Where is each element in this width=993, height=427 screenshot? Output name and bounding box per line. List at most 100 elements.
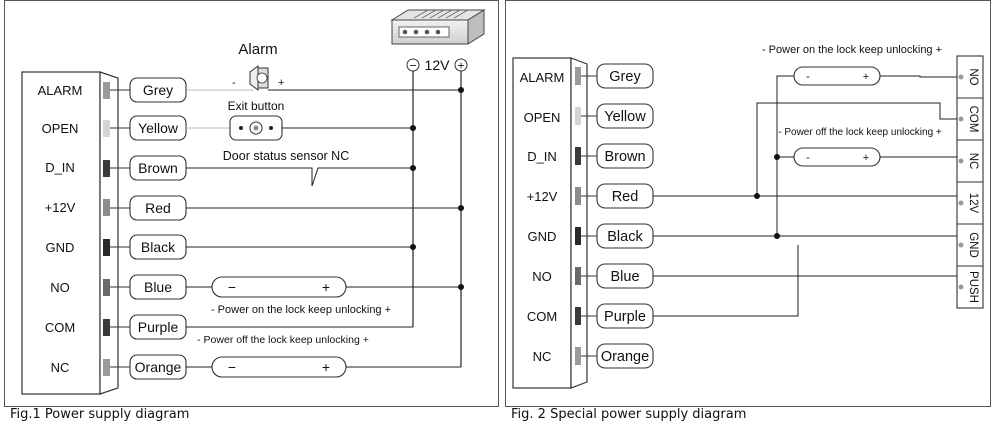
supply-terminal-no: NO bbox=[967, 68, 979, 85]
terminal-block-no-2 bbox=[575, 267, 581, 285]
terminal-label-no: NO bbox=[50, 280, 70, 295]
terminal-label-12v-2: +12V bbox=[527, 189, 558, 204]
supply-terminal-strip bbox=[956, 55, 984, 309]
wire-label-red: Red bbox=[145, 200, 171, 216]
junction-dot bbox=[410, 244, 416, 250]
controller-connector bbox=[99, 71, 119, 395]
wire-label-grey-2: Grey bbox=[609, 69, 641, 85]
terminal-label-gnd: GND bbox=[46, 240, 75, 255]
lock-on-plus: + bbox=[322, 279, 330, 295]
wire-label-brown-2: Brown bbox=[604, 149, 645, 165]
purple-wire-line-2 bbox=[653, 245, 799, 317]
junction-dot-2 bbox=[774, 233, 780, 239]
figure-1-panel bbox=[4, 0, 499, 407]
lock-power-on-label-2: - Power on the lock keep unlocking + bbox=[762, 44, 942, 56]
lock-on-minus-2: - bbox=[806, 71, 810, 83]
terminal-label-nc-2: NC bbox=[533, 349, 552, 364]
lock-off-minus-2: - bbox=[806, 152, 810, 164]
wire-box-grey-2 bbox=[596, 63, 654, 89]
wire-label-orange: Orange bbox=[135, 359, 182, 375]
door-sensor-label: Door status sensor NC bbox=[223, 149, 349, 163]
lock-on-minus: − bbox=[228, 279, 236, 295]
lock-minus-bus bbox=[776, 75, 794, 236]
terminal-block-com-2 bbox=[575, 307, 581, 325]
supply-terminal-com: COM bbox=[967, 106, 979, 133]
terminal-label-alarm-2: ALARM bbox=[520, 70, 565, 85]
wire-label-black: Black bbox=[141, 239, 176, 255]
alarm-siren-icon bbox=[249, 65, 269, 91]
terminal-block-nc bbox=[103, 359, 110, 376]
figure-2-panel bbox=[505, 0, 991, 407]
lock-power-on-label: - Power on the lock keep unlocking + bbox=[211, 304, 391, 316]
wire-label-orange-2: Orange bbox=[601, 349, 649, 365]
terminal-label-com: COM bbox=[45, 320, 75, 335]
com-feed-line bbox=[756, 102, 957, 196]
wire-label-grey: Grey bbox=[143, 82, 173, 98]
terminal-label-open-2: OPEN bbox=[524, 110, 561, 125]
power-supply-unit bbox=[390, 9, 486, 45]
wire-label-yellow: Yellow bbox=[138, 120, 179, 136]
wire-label-blue: Blue bbox=[144, 279, 172, 295]
terminal-block-12v-2 bbox=[575, 187, 581, 205]
terminal-label-alarm: ALARM bbox=[38, 83, 83, 98]
wire-label-yellow-2: Yellow bbox=[604, 109, 646, 125]
terminal-block-12v bbox=[103, 199, 110, 216]
supply-terminal-gnd: GND bbox=[967, 232, 979, 258]
exit-button-label: Exit button bbox=[228, 99, 285, 113]
wire-label-brown: Brown bbox=[138, 160, 178, 176]
supply-terminal-push: PUSH bbox=[967, 271, 979, 303]
wire-label-red-2: Red bbox=[612, 189, 639, 205]
alarm-label: Alarm bbox=[238, 41, 277, 58]
terminal-block-open bbox=[103, 120, 110, 137]
lock-on-plus-2: + bbox=[863, 71, 869, 83]
terminal-block-d-in-2 bbox=[575, 147, 581, 165]
junction-dot bbox=[458, 205, 464, 211]
lock-power-off-label: - Power off the lock keep unlocking + bbox=[197, 334, 369, 346]
terminal-label-12v: +12V bbox=[45, 200, 76, 215]
junction-dot bbox=[410, 125, 416, 131]
alarm-minus-sign: - bbox=[232, 77, 236, 89]
supply-plus-sign: + bbox=[457, 59, 464, 73]
figure-2-caption: Fig. 2 Special power supply diagram bbox=[511, 407, 747, 422]
wire-label-black-2: Black bbox=[607, 229, 643, 245]
wire-label-blue-2: Blue bbox=[610, 269, 639, 285]
junction-dot-2 bbox=[774, 154, 780, 160]
figure-1-caption: Fig.1 Power supply diagram bbox=[10, 407, 190, 422]
terminal-label-d-in-2: D_IN bbox=[527, 149, 557, 164]
lock-off-plus: + bbox=[322, 359, 330, 375]
terminal-block-gnd bbox=[103, 239, 110, 256]
terminal-block-com bbox=[103, 319, 110, 336]
controller-connector-2 bbox=[570, 57, 588, 389]
figure-1-diagram: ALARM OPEN D_IN +12V GND NO COM NC bbox=[21, 9, 486, 395]
wire-box-yellow-2 bbox=[596, 103, 654, 129]
alarm-plus-sign: + bbox=[278, 77, 284, 89]
terminal-block-alarm-2 bbox=[575, 67, 581, 85]
terminal-block-alarm bbox=[103, 82, 110, 99]
terminal-block-gnd-2 bbox=[575, 227, 581, 245]
terminal-label-com-2: COM bbox=[527, 309, 557, 324]
terminal-label-d-in: D_IN bbox=[45, 160, 75, 175]
lock-off-plus-2: + bbox=[863, 152, 869, 164]
supply-terminal-nc: NC bbox=[967, 153, 979, 170]
terminal-label-open: OPEN bbox=[42, 121, 79, 136]
lock-power-off-label-2: - Power off the lock keep unlocking + bbox=[778, 127, 942, 138]
junction-dot bbox=[458, 284, 464, 290]
terminal-label-no-2: NO bbox=[532, 269, 552, 284]
controller-outline-2 bbox=[512, 57, 572, 389]
terminal-block-open-2 bbox=[575, 107, 581, 125]
lock-off-minus: − bbox=[228, 359, 236, 375]
supply-terminal-12v: 12V bbox=[967, 193, 979, 214]
figure-2-diagram: ALARM OPEN D_IN +12V GND NO COM NC bbox=[512, 44, 984, 389]
terminal-label-gnd-2: GND bbox=[528, 229, 557, 244]
wire-box-orange-2 bbox=[596, 343, 654, 369]
terminal-block-d-in bbox=[103, 160, 110, 177]
door-sensor-wire bbox=[186, 167, 413, 187]
terminal-label-nc: NC bbox=[51, 360, 70, 375]
terminal-block-no bbox=[103, 279, 110, 296]
wire-box-brown-2 bbox=[596, 143, 654, 169]
junction-dot bbox=[458, 87, 464, 93]
supply-minus-sign: − bbox=[409, 59, 416, 73]
supply-voltage-label: 12V bbox=[425, 57, 451, 73]
terminal-block-nc-2 bbox=[575, 347, 581, 365]
